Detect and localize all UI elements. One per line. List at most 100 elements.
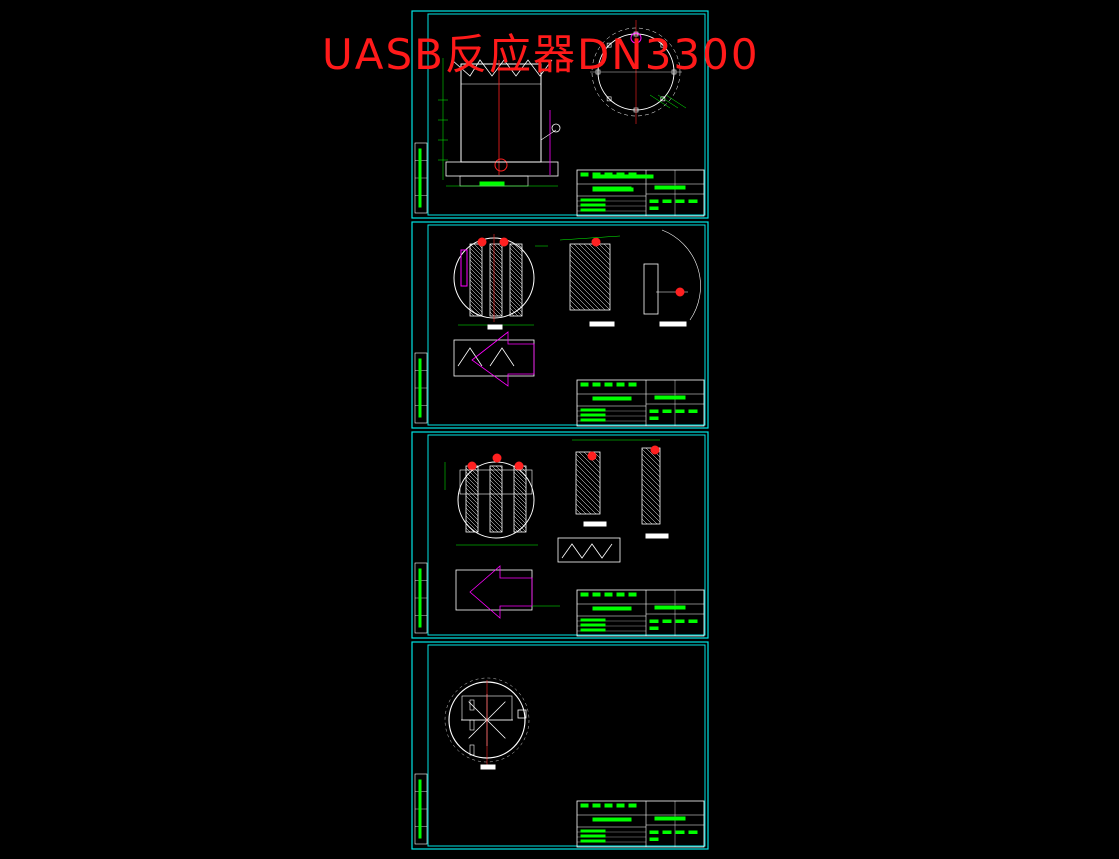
hatch-line [641, 468, 661, 488]
hatch-line [569, 249, 611, 291]
hatch-line [465, 479, 479, 493]
hatch-line [465, 471, 479, 485]
hatch-line [469, 251, 483, 265]
drawing-title: UASB反应器DN3300 [322, 30, 760, 79]
hatch-line [509, 271, 523, 285]
title-block-text [649, 837, 659, 841]
title-block-text [580, 198, 606, 202]
title-block [576, 800, 705, 848]
title-block-text [662, 830, 672, 834]
hood-frame [557, 537, 621, 563]
hatch-line [598, 243, 611, 256]
hatch-line [575, 458, 601, 484]
hatch-line [569, 289, 591, 311]
dimension-text [479, 181, 505, 186]
distributor-plan-view [444, 677, 530, 770]
hatch-line [513, 479, 527, 493]
inlet-nozzle [494, 158, 508, 172]
sheet-outer-frame [411, 641, 709, 850]
title-block-text [592, 606, 632, 611]
title-block-text [580, 829, 606, 833]
hatch-line [575, 483, 601, 509]
hatch-line [489, 247, 503, 261]
hatch-line [513, 519, 527, 533]
hatch-line [469, 279, 483, 293]
hatch-line [641, 448, 661, 468]
hatch-line [569, 304, 576, 311]
hatch-line [569, 284, 596, 311]
title-block-text [649, 830, 659, 834]
plan-nozzle [606, 96, 612, 102]
drawing-sheet-1 [411, 10, 709, 219]
hatch-line [465, 527, 471, 533]
title-block-text [580, 418, 606, 422]
hatch-line [489, 479, 503, 493]
separator-plate [489, 243, 503, 317]
highlight-marker [675, 287, 685, 297]
hatch-line [509, 287, 523, 301]
hatch-line [575, 463, 601, 489]
hatch-line [469, 299, 483, 313]
hatch-line [575, 468, 601, 494]
hatch-line [569, 279, 601, 311]
revision-strip [414, 142, 428, 214]
plate-outline [489, 243, 503, 317]
title-block-text [675, 409, 685, 413]
hatch-line [489, 527, 495, 533]
plan-nozzle [595, 69, 601, 75]
hatch-line [469, 295, 483, 309]
hatch-line [489, 255, 503, 269]
title-block-text [675, 619, 685, 623]
title-block-text [580, 839, 606, 843]
hood-frame [453, 339, 535, 377]
title-block-text [604, 592, 613, 597]
hatch-line [641, 488, 661, 508]
hatch-line [495, 465, 503, 473]
highlight-marker [514, 461, 524, 471]
title-block [576, 589, 705, 637]
plan-nozzle [633, 107, 639, 113]
title-block-text [616, 592, 625, 597]
drawing-sheet-3 [411, 431, 709, 639]
hatch-line [608, 243, 611, 246]
title-block-text [654, 395, 686, 400]
distributor-spoke [468, 719, 488, 739]
title-block-text [592, 817, 632, 822]
hatch-line [489, 303, 503, 317]
accent-plate [460, 249, 468, 287]
hatch-line [465, 503, 479, 517]
hatch-line [491, 465, 503, 477]
sheet-inner-frame [427, 434, 706, 636]
separator-plate [509, 243, 523, 317]
hatch-line [641, 513, 653, 525]
leader-line [665, 94, 687, 109]
revision-strip [414, 352, 428, 424]
hatch-line [575, 453, 601, 479]
sheet-outer-frame [411, 10, 709, 219]
hatch-line [641, 508, 658, 525]
title-block-border [576, 379, 705, 427]
hatch-line [569, 264, 611, 306]
separator-plan-detail-2 [444, 453, 538, 546]
label-block [645, 533, 669, 539]
hatch-line [569, 299, 581, 311]
title-block-text [654, 816, 686, 821]
hatch-line [469, 263, 483, 277]
hatch-line [509, 251, 523, 265]
hatch-line [513, 499, 527, 513]
hatch-line [469, 303, 483, 317]
title-block-text [675, 199, 685, 203]
title-block-text [604, 382, 613, 387]
hatch-line [575, 503, 587, 515]
separator-section-plate [569, 243, 611, 311]
distributor-support [469, 744, 475, 756]
hatch-line [469, 275, 483, 289]
title-block-text [654, 605, 686, 610]
sheet-outer-frame [411, 431, 709, 639]
title-block-text [662, 619, 672, 623]
revision-strip [414, 773, 428, 845]
highlight-marker [587, 451, 597, 461]
separator-plate [469, 243, 483, 317]
hatch-line [641, 463, 661, 483]
title-block-text [649, 619, 659, 623]
